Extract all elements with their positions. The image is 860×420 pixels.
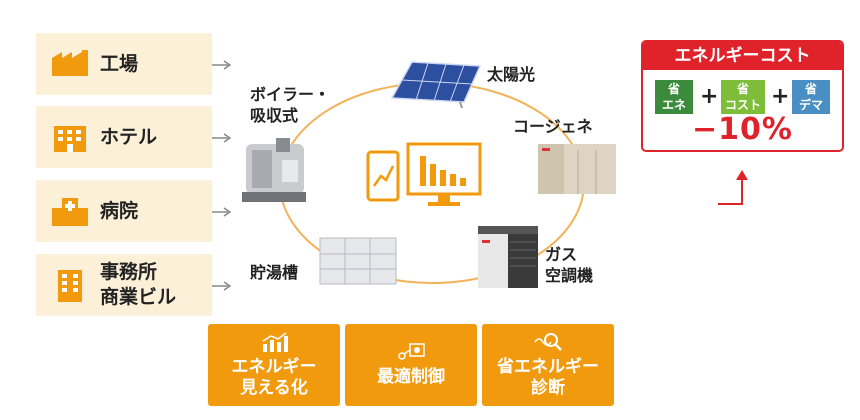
facility-hospital: 病院 (36, 180, 212, 242)
monitoring-display-icon (366, 142, 482, 206)
up-arrow-icon (718, 176, 743, 205)
feature-label: 最適制御 (377, 367, 445, 387)
tile-demand-saving: 省 デマ (792, 80, 830, 114)
control-icon (398, 343, 425, 360)
feature-label: エネルギー 見える化 (231, 356, 317, 398)
facility-label: ホテル (100, 125, 158, 148)
arrow-right-icon (212, 60, 232, 70)
energy-cost-title: エネルギーコスト (643, 42, 842, 70)
factory-icon (50, 49, 90, 79)
boiler-machine-icon (242, 138, 306, 202)
storage-tank-icon (319, 237, 397, 285)
arrow-right-icon (212, 281, 232, 291)
bar-chart-icon (262, 331, 288, 352)
cogeneration-unit-icon (538, 144, 616, 194)
gas-ac-unit-icon (478, 226, 538, 288)
solar-panel-icon (390, 61, 482, 108)
facility-label: 病院 (100, 199, 139, 222)
plus-sign: + (700, 84, 719, 109)
feature-energy-visualization: エネルギー 見える化 (208, 324, 340, 406)
facility-label: 工場 (100, 52, 139, 75)
arrow-right-icon (212, 207, 232, 217)
facility-factory: 工場 (36, 33, 212, 95)
label-solar: 太陽光 (487, 65, 536, 84)
facility-office: 事務所 商業ビル (36, 254, 212, 316)
hospital-icon (50, 196, 90, 226)
facility-label: 事務所 商業ビル (100, 261, 177, 308)
feature-label: 省エネルギー 診断 (497, 356, 599, 398)
hotel-icon (50, 122, 90, 152)
feature-optimal-control: 最適制御 (345, 324, 477, 406)
label-storage-tank: 貯湯槽 (250, 263, 299, 282)
facility-hotel: ホテル (36, 106, 212, 168)
tile-cost-saving: 省 コスト (721, 80, 765, 114)
plus-sign: + (771, 84, 790, 109)
label-cogen: コージェネ (513, 117, 593, 136)
cost-reduction-value: −10% (692, 112, 793, 147)
tile-energy-saving: 省 エネ (655, 80, 693, 114)
office-building-icon (50, 270, 90, 302)
energy-cost-box: エネルギーコスト 省 エネ + 省 コスト + 省 デマ −10% (641, 40, 844, 152)
diagnosis-icon (534, 332, 562, 351)
label-boiler: ボイラー・ 吸収式 (250, 85, 331, 125)
label-gas-ac: ガス 空調機 (545, 245, 594, 285)
arrow-right-icon (212, 133, 232, 143)
feature-energy-diagnosis: 省エネルギー 診断 (482, 324, 614, 406)
